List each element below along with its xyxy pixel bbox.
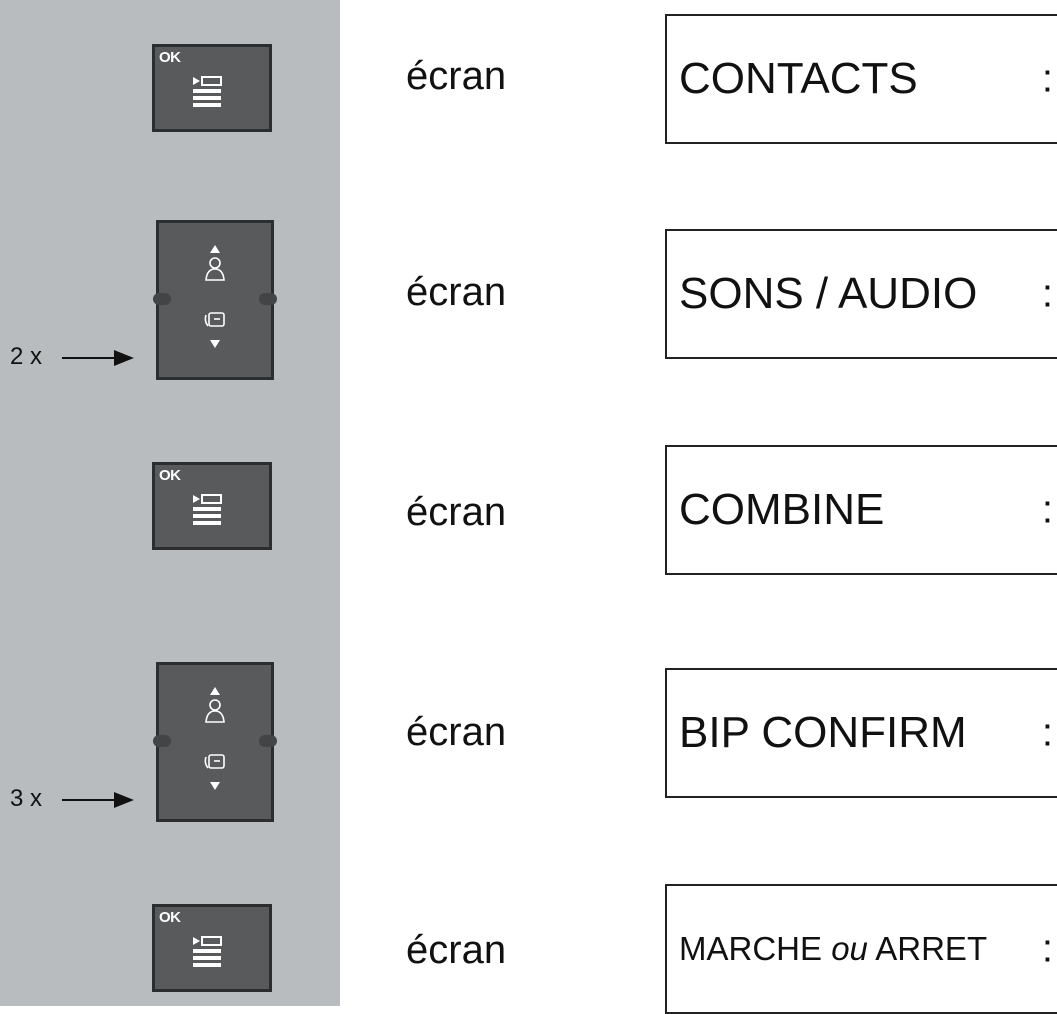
lcd-display-text: BIP CONFIRM: [679, 708, 967, 757]
ok-key-label: OK: [159, 909, 181, 926]
lcd-display-suffix: :: [1041, 710, 1053, 755]
lcd-display-text: COMBINE: [679, 485, 885, 534]
lcd-display-suffix: :: [1041, 926, 1053, 971]
ok-menu-key[interactable]: OK: [152, 904, 272, 992]
repeat-count-label: 2 x: [10, 343, 43, 370]
menu-list-icon: [193, 494, 222, 525]
screen-label: écran: [406, 490, 507, 534]
key-notch-left: [153, 735, 171, 747]
repeat-count-label: 3 x: [10, 785, 43, 812]
lcd-display-text: MARCHE ou ARRET: [679, 930, 987, 968]
lcd-display-suffix: :: [1041, 487, 1053, 532]
key-notch-left: [153, 293, 171, 305]
arrow-up-icon: [210, 687, 220, 695]
navigation-key[interactable]: [153, 220, 277, 380]
phone-book-icon: [204, 312, 225, 327]
lcd-text-off: ARRET: [867, 930, 988, 967]
phone-book-icon: [204, 754, 225, 769]
right-arrow-icon: [62, 792, 134, 808]
lcd-display-text: CONTACTS: [679, 54, 918, 103]
lcd-display: COMBINE :: [665, 445, 1057, 575]
person-icon: [205, 699, 225, 723]
lcd-display: MARCHE ou ARRET :: [665, 884, 1057, 1014]
ok-key-label: OK: [159, 467, 181, 484]
screen-label: écran: [406, 928, 507, 972]
lcd-text-on: MARCHE: [679, 930, 832, 967]
screen-label: écran: [406, 710, 507, 754]
ok-menu-key[interactable]: OK: [152, 462, 272, 550]
arrow-down-icon: [210, 782, 220, 790]
ok-menu-key[interactable]: OK: [152, 44, 272, 132]
menu-list-icon: [193, 936, 222, 967]
screen-label: écran: [406, 54, 507, 98]
right-arrow-icon: [62, 350, 134, 366]
screen-label: écran: [406, 270, 507, 314]
arrow-up-icon: [210, 245, 220, 253]
keypad-panel: OK OK: [0, 0, 340, 1006]
arrow-down-icon: [210, 340, 220, 348]
lcd-text-or: ou: [831, 930, 868, 967]
lcd-display: CONTACTS :: [665, 14, 1057, 144]
key-notch-right: [259, 735, 277, 747]
menu-list-icon: [193, 76, 222, 107]
lcd-display-text: SONS / AUDIO: [679, 269, 978, 318]
lcd-display-suffix: :: [1041, 56, 1053, 101]
person-icon: [205, 257, 225, 281]
lcd-display: SONS / AUDIO :: [665, 229, 1057, 359]
lcd-display-suffix: :: [1041, 271, 1053, 316]
ok-key-label: OK: [159, 49, 181, 66]
navigation-key[interactable]: [153, 662, 277, 822]
key-notch-right: [259, 293, 277, 305]
lcd-display: BIP CONFIRM :: [665, 668, 1057, 798]
